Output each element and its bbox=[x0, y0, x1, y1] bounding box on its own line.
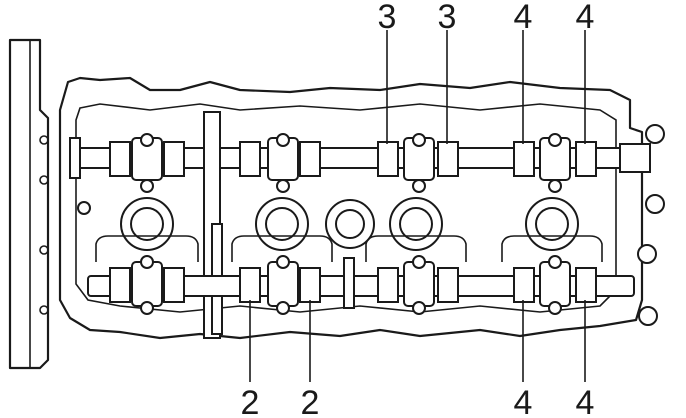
chamber-outlines bbox=[95, 235, 603, 262]
bottom-camshaft bbox=[87, 257, 635, 309]
callout-2-b: 2 bbox=[301, 384, 320, 418]
bolts bbox=[77, 124, 665, 326]
callout-labels: 3 3 4 4 2 2 4 4 bbox=[241, 0, 595, 418]
bottom-journals bbox=[109, 267, 597, 303]
callout-4-top-b: 4 bbox=[576, 0, 595, 36]
leader-lines bbox=[249, 30, 586, 382]
head-outline bbox=[58, 76, 644, 340]
chain-guide bbox=[203, 111, 223, 339]
callout-4-top-a: 4 bbox=[514, 0, 533, 36]
callout-4-bottom-b: 4 bbox=[576, 384, 595, 418]
top-camshaft bbox=[69, 137, 651, 181]
callout-2-a: 2 bbox=[241, 384, 260, 418]
top-journals bbox=[109, 141, 597, 177]
callout-3-b: 3 bbox=[438, 0, 457, 36]
callout-4-bottom-a: 4 bbox=[514, 384, 533, 418]
bottom-bearing-caps bbox=[131, 261, 571, 307]
spark-plug-wells bbox=[120, 197, 579, 251]
callout-3-a: 3 bbox=[378, 0, 397, 36]
side-flange bbox=[8, 38, 50, 370]
